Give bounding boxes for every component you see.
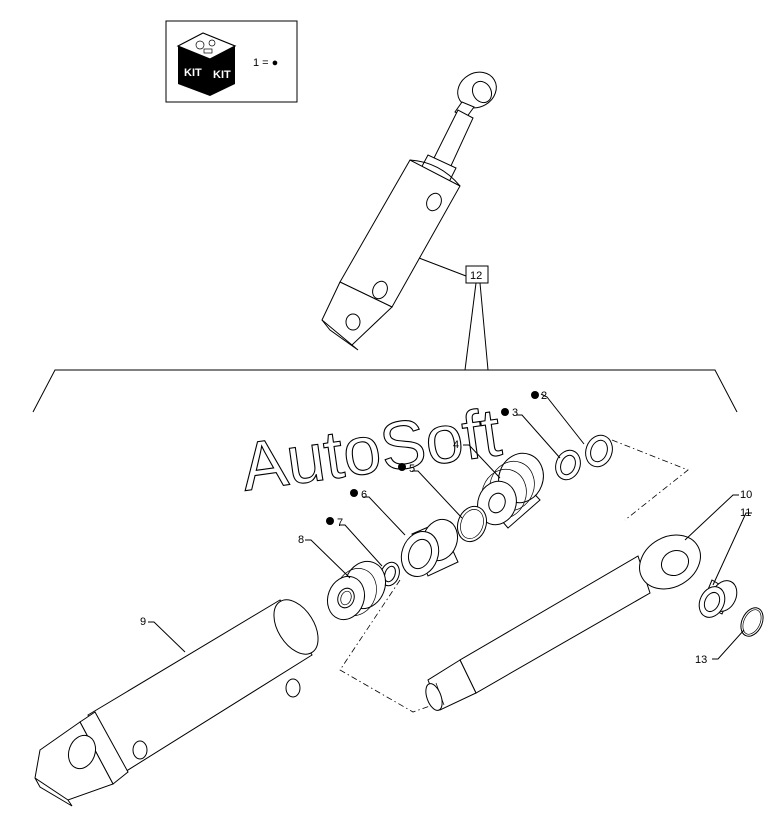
callout-5: 5 bbox=[398, 463, 415, 475]
assembly-label-box bbox=[465, 265, 489, 284]
part-13-snap-ring bbox=[740, 607, 764, 637]
svg-text:11: 11 bbox=[740, 507, 751, 519]
part-10-piston-rod bbox=[425, 534, 701, 711]
callout-2: 2 bbox=[531, 390, 547, 402]
part-2-wear-ring bbox=[585, 434, 613, 468]
svg-text:2: 2 bbox=[541, 390, 547, 402]
kit-box-icon: KIT KIT bbox=[176, 32, 237, 96]
svg-text:13: 13 bbox=[695, 654, 707, 666]
callout-10: 10 bbox=[740, 489, 752, 501]
kit-dot-5 bbox=[398, 463, 406, 471]
assembly-label-text: 12 bbox=[470, 270, 482, 282]
part-8-gland bbox=[326, 560, 387, 621]
assembly-guide-upper bbox=[611, 439, 689, 521]
svg-text:9: 9 bbox=[140, 616, 146, 628]
kit-legend: KIT KIT 1 = ● bbox=[165, 20, 298, 103]
part-4-piston bbox=[477, 452, 544, 529]
assembly-bracket bbox=[32, 369, 738, 413]
kit-dot-2 bbox=[531, 391, 539, 399]
svg-text:5: 5 bbox=[409, 463, 415, 475]
svg-text:3: 3 bbox=[512, 407, 518, 419]
assembled-cylinder-illustration bbox=[321, 71, 497, 351]
kit-icon-text-right: KIT bbox=[213, 69, 231, 81]
part-5-o-ring bbox=[456, 505, 488, 543]
part-3-seal bbox=[555, 449, 581, 481]
callout-4: 4 bbox=[453, 439, 459, 451]
svg-text:4: 4 bbox=[453, 439, 459, 451]
callout-7: 7 bbox=[326, 517, 343, 529]
assembly-callout-12: 12 bbox=[418, 257, 489, 371]
watermark-text: AutoSoft bbox=[237, 394, 506, 506]
callout-11: 11 bbox=[740, 507, 751, 519]
callout-9: 9 bbox=[140, 616, 146, 628]
kit-legend-frame bbox=[165, 20, 298, 103]
part-11-bushing bbox=[698, 579, 738, 618]
svg-text:8: 8 bbox=[298, 534, 304, 546]
svg-text:6: 6 bbox=[361, 489, 367, 501]
callout-6: 6 bbox=[350, 489, 367, 501]
part-6-bushing bbox=[400, 518, 459, 577]
kit-icon-text-left: KIT bbox=[184, 67, 202, 79]
kit-dot-3 bbox=[501, 408, 509, 416]
kit-dot-7 bbox=[326, 517, 334, 525]
part-9-cylinder-barrel bbox=[34, 599, 319, 807]
svg-text:7: 7 bbox=[337, 517, 343, 529]
kit-legend-text: 1 = ● bbox=[253, 57, 278, 69]
callout-8: 8 bbox=[298, 534, 304, 546]
leader-lines bbox=[148, 393, 752, 660]
callout-13: 13 bbox=[695, 654, 707, 666]
svg-text:10: 10 bbox=[740, 489, 752, 501]
kit-dot-6 bbox=[350, 489, 358, 497]
callout-3: 3 bbox=[501, 407, 518, 419]
